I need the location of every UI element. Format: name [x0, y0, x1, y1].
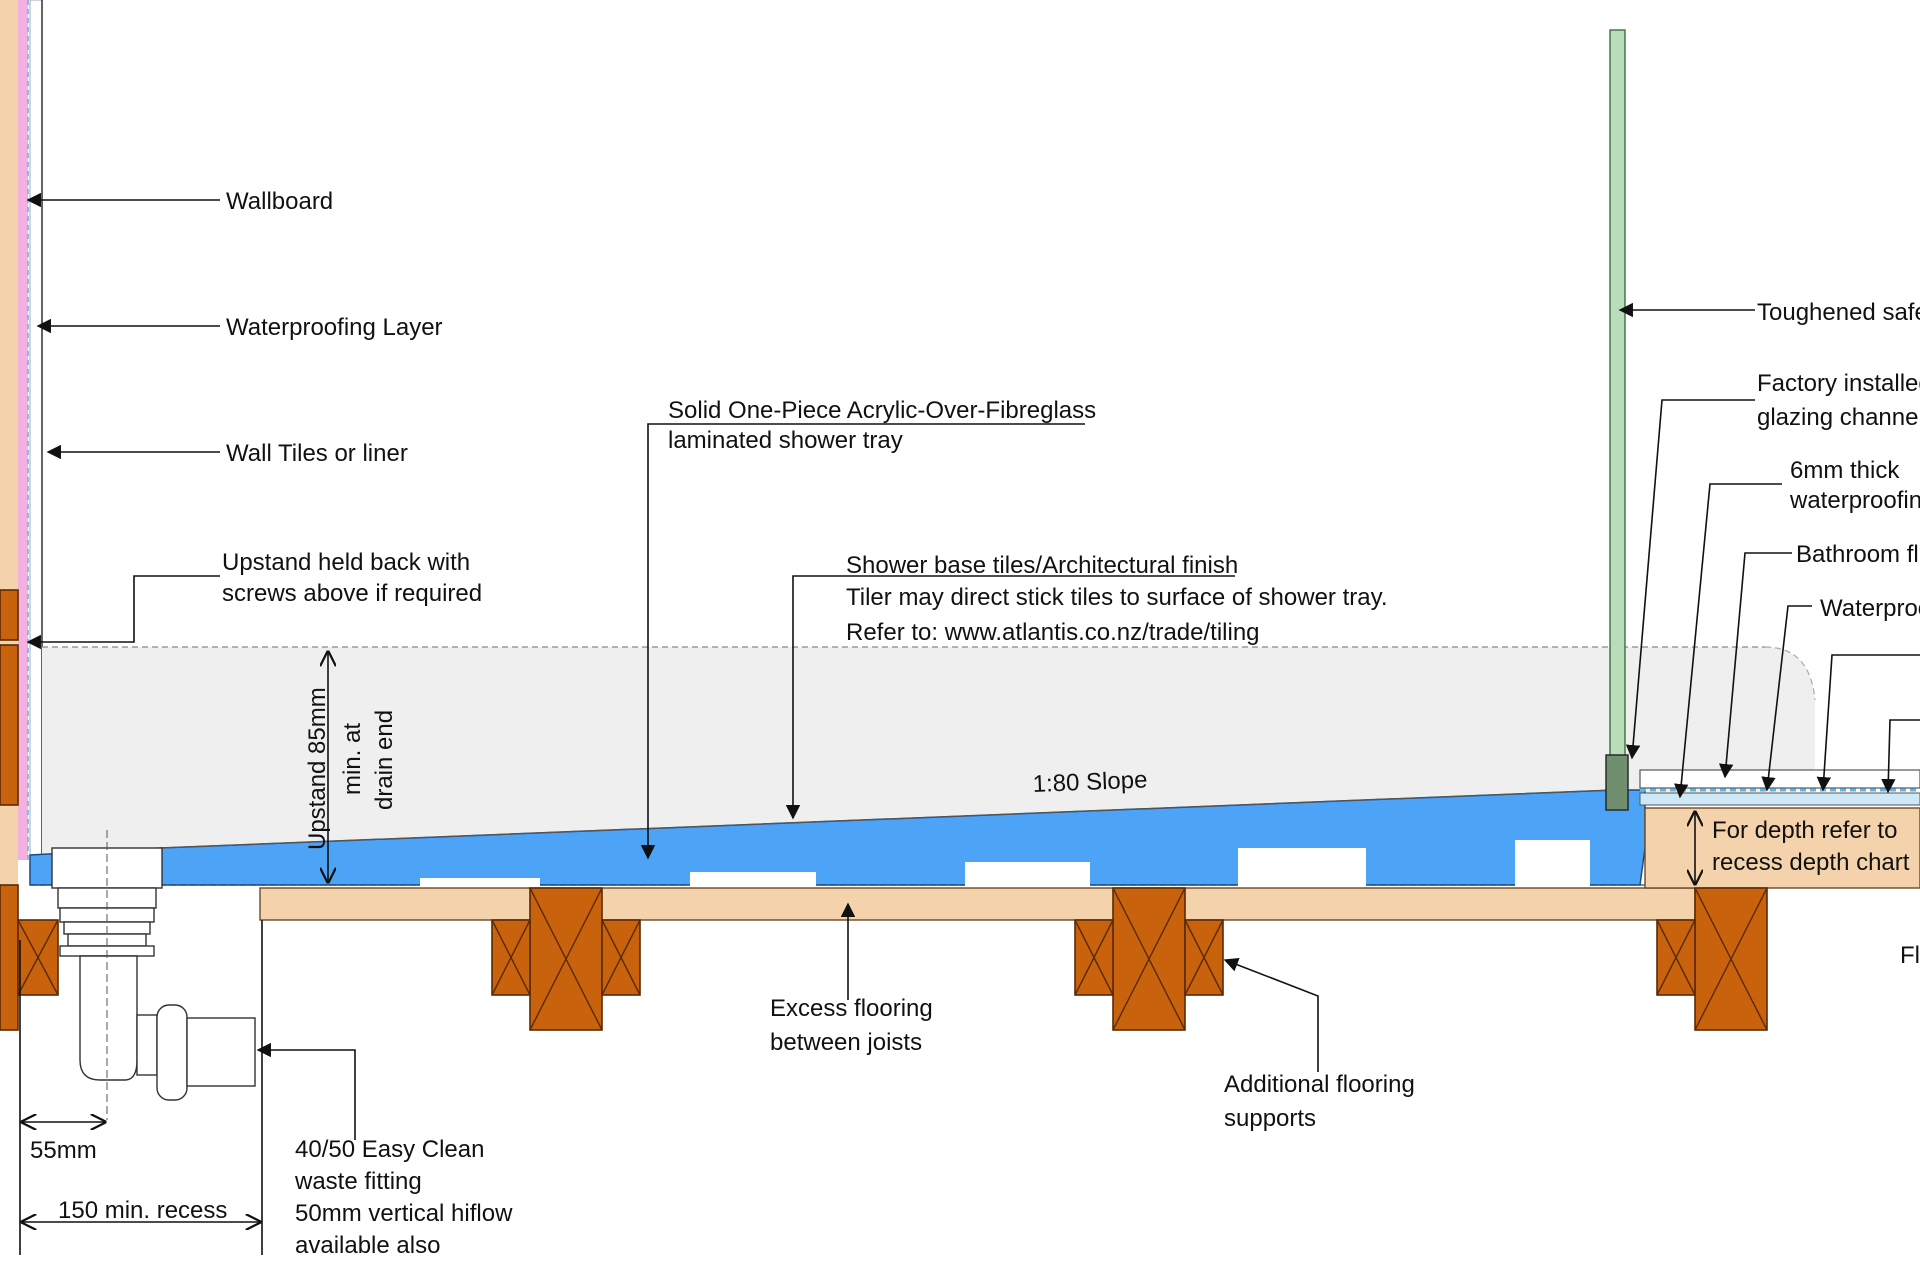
- label-toughened: Toughened safe: [1757, 299, 1920, 326]
- label-dim-150: 150 min. recess: [58, 1197, 227, 1224]
- label-waste-4: available also: [295, 1232, 440, 1259]
- label-base-tiles-3: Refer to: www.atlantis.co.nz/trade/tilin…: [846, 619, 1260, 646]
- label-excess-2: between joists: [770, 1029, 922, 1056]
- label-fl: Fl: [1900, 942, 1920, 969]
- label-upstand-held-1: Upstand held back with: [222, 549, 470, 576]
- glass-panel: [1605, 29, 1629, 811]
- label-factory-2: glazing channel: [1757, 404, 1920, 431]
- label-slope: 1:80 Slope: [1032, 766, 1148, 798]
- label-wall-tiles: Wall Tiles or liner: [226, 440, 408, 467]
- right-floor-finishes: [1639, 769, 1920, 806]
- waste-fitting: [51, 830, 256, 1120]
- label-excess-1: Excess flooring: [770, 995, 933, 1022]
- label-waterproofing-layer: Waterproofing Layer: [226, 314, 443, 341]
- label-waterproo: Waterproo: [1820, 595, 1920, 622]
- label-depth-1: For depth refer to: [1712, 817, 1897, 844]
- label-dim-55: 55mm: [30, 1137, 97, 1164]
- label-6mm-1: 6mm thick: [1790, 457, 1900, 484]
- label-waste-2: waste fitting: [294, 1168, 422, 1195]
- label-upstand-held-2: screws above if required: [222, 580, 482, 607]
- label-bathroom: Bathroom fl: [1796, 541, 1919, 568]
- floor-joists: [17, 887, 1768, 1031]
- label-tray-1: Solid One-Piece Acrylic-Over-Fibreglass: [668, 397, 1096, 424]
- label-upstand-dim-2: min. at: [339, 723, 366, 795]
- label-6mm-2: waterproofing: [1789, 487, 1920, 514]
- label-wallboard: Wallboard: [226, 188, 333, 215]
- label-factory-1: Factory installed: [1757, 370, 1920, 397]
- label-base-tiles-2: Tiler may direct stick tiles to surface …: [846, 584, 1388, 611]
- label-base-tiles-1: Shower base tiles/Architectural finish: [846, 552, 1238, 579]
- label-upstand-dim-1: Upstand 85mm: [304, 687, 331, 850]
- label-additional-2: supports: [1224, 1105, 1316, 1132]
- label-depth-2: recess depth chart: [1712, 849, 1910, 876]
- slope-line: [159, 789, 1616, 849]
- label-upstand-dim-3: drain end: [371, 710, 398, 810]
- label-tray-2: laminated shower tray: [668, 427, 903, 454]
- label-additional-1: Additional flooring: [1224, 1071, 1415, 1098]
- label-waste-3: 50mm vertical hiflow: [295, 1200, 513, 1227]
- label-waste-1: 40/50 Easy Clean: [295, 1136, 484, 1163]
